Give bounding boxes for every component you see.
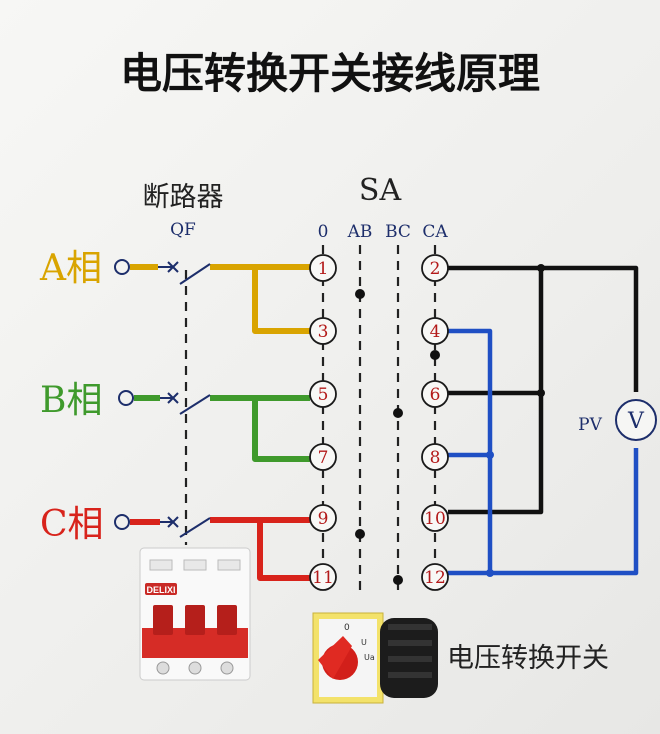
- left-terminal-label: 11: [312, 568, 334, 588]
- input-terminal-c: [114, 514, 130, 530]
- input-terminal-b: [118, 390, 134, 406]
- page-title: 电压转换开关接线原理: [120, 49, 540, 98]
- left-terminal-circle: [309, 443, 337, 471]
- right-terminal-label: 8: [430, 448, 441, 468]
- knob-mark-ua: Ua: [364, 653, 375, 662]
- right-terminal-label: 10: [424, 509, 446, 529]
- right-terminal-circle: [421, 254, 449, 282]
- right-terminal-circle: [421, 563, 449, 591]
- right-terminal-label: 12: [424, 568, 446, 588]
- voltmeter-label: PV: [578, 415, 602, 435]
- breaker-label: 断路器: [143, 182, 224, 213]
- breaker-photo: DELIXI: [139, 547, 251, 681]
- column-header-0: 0: [318, 222, 329, 242]
- left-terminal-label: 7: [318, 448, 329, 468]
- voltmeter-symbol: V: [627, 409, 645, 434]
- rotary-switch-photo: 0 U Ua: [312, 612, 438, 704]
- left-terminal-circle: [309, 254, 337, 282]
- phase-a-label: A相: [39, 248, 102, 289]
- contact-dot: [430, 350, 440, 360]
- right-terminal-label: 2: [430, 259, 441, 279]
- breaker-code: QF: [170, 220, 196, 240]
- right-terminal-circle: [421, 317, 449, 345]
- right-terminal-label: 4: [430, 322, 441, 342]
- left-terminal-label: 5: [318, 385, 329, 405]
- left-terminal-circle: [309, 504, 337, 532]
- contact-dot: [393, 575, 403, 585]
- column-header-bc: BC: [385, 222, 411, 242]
- right-terminal-label: 6: [430, 385, 441, 405]
- voltmeter-icon: [615, 399, 657, 441]
- contact-dot: [355, 289, 365, 299]
- switch-bottom-label: 电压转换开关: [447, 643, 609, 674]
- column-header-ca: CA: [422, 222, 448, 242]
- right-terminal-circle: [421, 504, 449, 532]
- switch-label: SA: [359, 173, 402, 208]
- right-terminal-circle: [421, 443, 449, 471]
- left-terminal-label: 3: [318, 322, 329, 342]
- phase-b-label: B相: [40, 380, 102, 421]
- left-terminal-circle: [309, 563, 337, 591]
- left-terminal-circle: [309, 380, 337, 408]
- right-terminal-circle: [421, 380, 449, 408]
- breaker-brand: DELIXI: [146, 585, 175, 595]
- phase-c-label: C相: [40, 504, 104, 545]
- knob-mark-u: U: [361, 638, 367, 647]
- knob-mark-0: 0: [344, 623, 350, 633]
- contact-dot: [355, 529, 365, 539]
- contact-dot: [393, 408, 403, 418]
- input-terminal-a: [114, 259, 130, 275]
- left-terminal-label: 9: [318, 509, 329, 529]
- left-terminal-circle: [309, 317, 337, 345]
- left-terminal-label: 1: [318, 259, 329, 279]
- column-header-ab: AB: [347, 222, 373, 242]
